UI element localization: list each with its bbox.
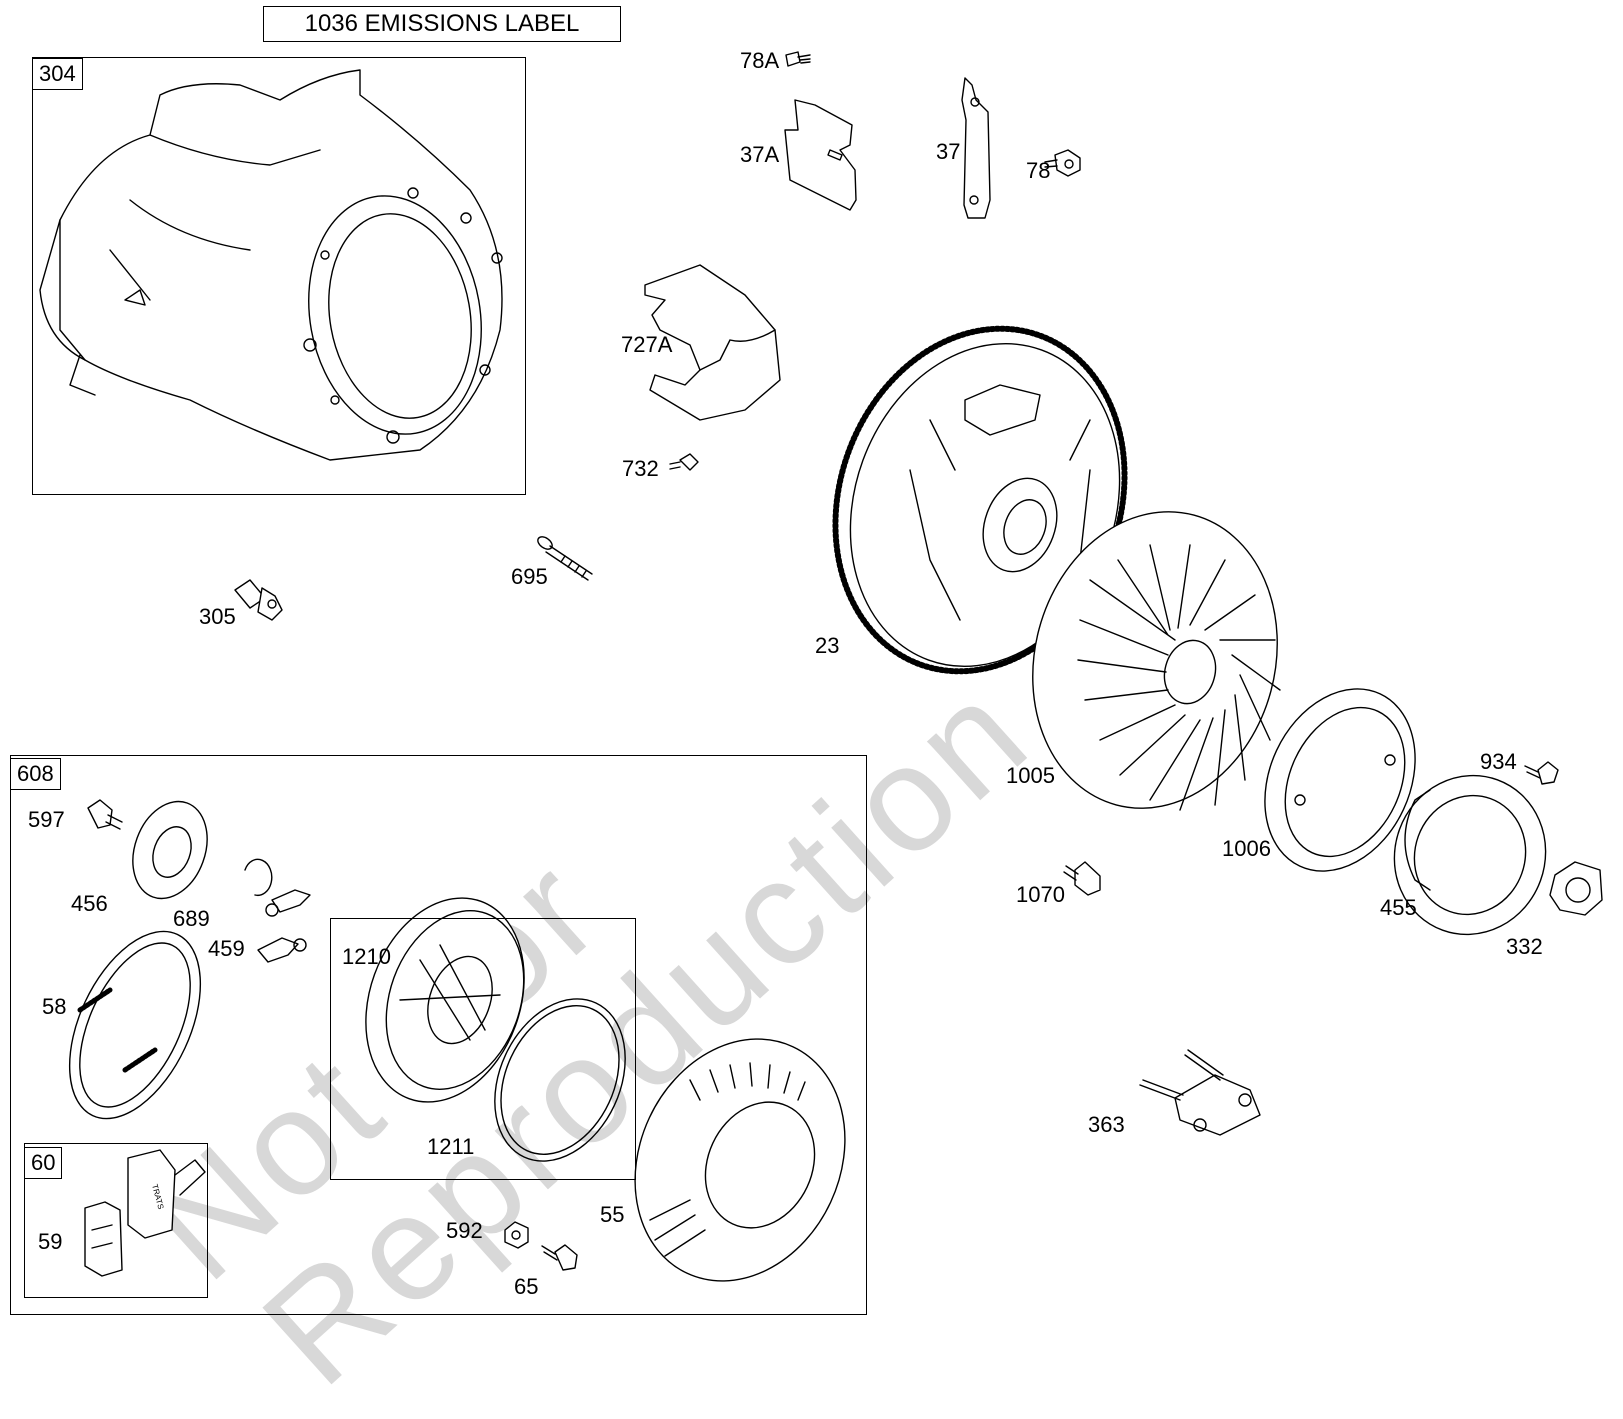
pin-597 — [87, 799, 123, 830]
bolt-934 — [1524, 761, 1559, 785]
plate-37 — [961, 77, 991, 219]
cup-455 — [1393, 774, 1547, 936]
bolt-695 — [537, 536, 593, 581]
part-label-332: 332 — [1506, 934, 1543, 959]
pulley-1210 — [365, 897, 525, 1103]
group-frame-1210 — [330, 918, 636, 1180]
screw-78A — [785, 51, 811, 67]
handle-60: TRATS — [127, 1149, 206, 1239]
part-label-78A: 78A — [740, 48, 780, 73]
part-label-1211: 1211 — [427, 1134, 475, 1159]
nut-332 — [1549, 861, 1603, 916]
shield-37A — [784, 99, 857, 211]
part-label-59: 59 — [38, 1229, 63, 1254]
insert-59 — [84, 1201, 123, 1277]
part-label-597: 597 — [28, 807, 65, 832]
part-label-934: 934 — [1480, 749, 1517, 774]
part-label-55: 55 — [600, 1202, 625, 1227]
group-label-60: 60 — [24, 1147, 63, 1179]
part-label-37: 37 — [936, 139, 961, 164]
starter-housing-55 — [634, 1038, 846, 1282]
spring-58 — [68, 930, 202, 1120]
part-label-1006: 1006 — [1222, 836, 1271, 861]
bolt-1070 — [1063, 861, 1101, 896]
shield-727A — [644, 264, 781, 421]
screw-78 — [1044, 149, 1081, 177]
part-label-37A: 37A — [740, 142, 780, 167]
pawls-459 — [257, 889, 311, 963]
part-label-1070: 1070 — [1016, 882, 1065, 907]
group-label-304: 304 — [32, 58, 83, 90]
part-label-455: 455 — [1380, 895, 1417, 920]
part-label-363: 363 — [1088, 1112, 1125, 1137]
part-label-1210: 1210 — [342, 944, 391, 969]
part-label-65: 65 — [514, 1274, 539, 1299]
parts-diagram: TRATS — [39, 51, 1603, 1282]
ring-689 — [244, 858, 273, 897]
part-label-305: 305 — [199, 604, 236, 629]
nut-592 — [504, 1221, 529, 1249]
group-label-608: 608 — [10, 758, 61, 790]
part-label-727A: 727A — [621, 332, 673, 357]
part-label-592: 592 — [446, 1218, 483, 1243]
bolt-65 — [541, 1244, 578, 1271]
part-label-459: 459 — [208, 936, 245, 961]
part-label-695: 695 — [511, 564, 548, 589]
group-frame-304 — [32, 57, 526, 495]
spring-1211 — [494, 998, 626, 1162]
part-label-689: 689 — [173, 906, 210, 931]
part-label-58: 58 — [42, 994, 67, 1019]
plate-1006 — [1264, 688, 1416, 872]
part-label-456: 456 — [71, 891, 108, 916]
part-label-23: 23 — [815, 633, 840, 658]
clamp-363 — [1139, 1049, 1261, 1136]
bolt-305 — [234, 579, 283, 621]
part-label-1005: 1005 — [1006, 763, 1055, 788]
part-label-732: 732 — [622, 456, 659, 481]
part-label-78: 78 — [1026, 158, 1051, 183]
blower-housing-304 — [39, 69, 503, 461]
group-frame-60 — [24, 1143, 208, 1298]
fan-1005 — [1032, 511, 1281, 811]
emissions-label-title: 1036 EMISSIONS LABEL — [263, 6, 621, 42]
screw-732 — [669, 453, 699, 471]
plate-456 — [132, 800, 208, 900]
